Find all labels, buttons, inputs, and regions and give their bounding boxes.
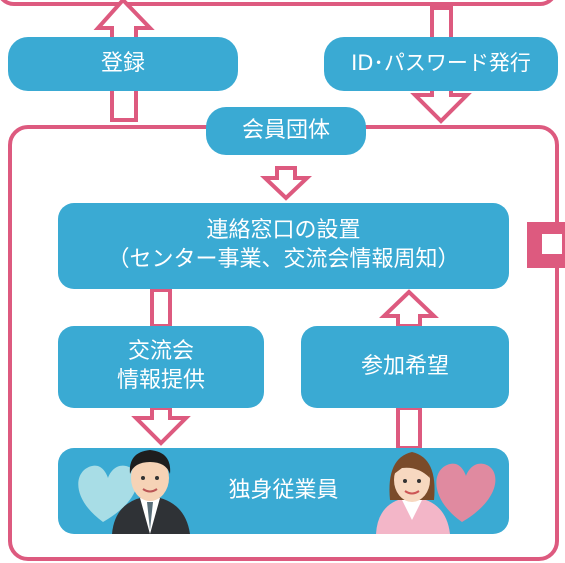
exchange-info-label: 交流会 情報提供 [116,339,205,393]
man-avatar [112,450,190,534]
register-label: 登録 [100,50,145,76]
contact-window-box: 連絡窓口の設置 （センター事業、交流会情報周知） [58,203,509,289]
arrow-down-icon [131,406,191,446]
heart-icon [78,465,138,522]
member-org-label: 会員団体 [241,117,330,143]
id-password-label: ID･パスワード発行 [351,51,531,76]
heart-icon [436,463,496,522]
arrow-down-icon [260,166,312,201]
participation-label: 参加希望 [360,353,449,379]
exchange-info-box: 交流会 情報提供 [58,326,264,408]
woman-avatar [376,452,450,534]
id-password-box: ID･パスワード発行 [324,37,558,91]
employees-label: 独身従業員 [228,477,339,503]
contact-window-line1: 連絡窓口の設置 [206,218,361,244]
side-tab-inner [542,234,562,254]
register-box: 登録 [8,37,238,91]
member-org-box: 会員団体 [206,107,366,155]
contact-window-line2: （センター事業、交流会情報周知） [107,247,460,272]
participation-box: 参加希望 [301,326,509,408]
